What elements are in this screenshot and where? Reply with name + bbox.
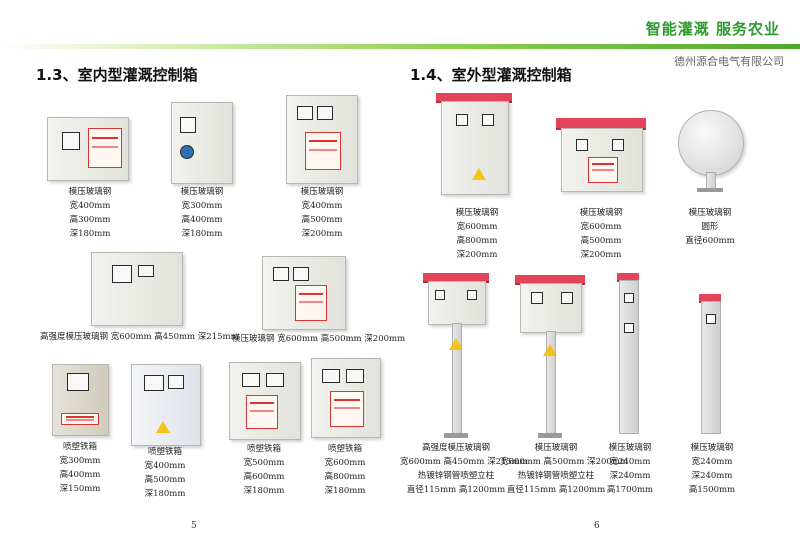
product-caption: 模压玻璃钢 宽240mm 深240mm 高1700mm [606,443,654,495]
cabinet-image [131,364,201,446]
product-caption: 高强度模压玻璃钢 宽600mm 高450mm 深215mm [40,332,239,342]
page-number-right: 6 [594,521,600,531]
cabinet-base [697,188,723,192]
company-name: 德州源合电气有限公司 [674,55,784,68]
product-caption: 模压玻璃钢 宽600mm 高500mm 深200mm [579,208,623,260]
header-green-band [0,44,800,49]
product-caption: 模压玻璃钢 宽400mm 高300mm 深180mm [68,187,112,239]
cabinet-image [520,283,582,333]
cabinet-image [262,256,346,330]
pillar-cabinet-image [619,280,639,434]
product-caption: 模压玻璃钢 宽600mm 高500mm 深200mm [232,334,406,344]
section-title-outdoor: 1.4、室外型灌溉控制箱 [410,66,572,84]
product-caption: 模压玻璃钢 宽600mm 高500mm 深200mm 热镀锌钢管喷塑立柱 直径1… [500,443,628,495]
cabinet-base [538,433,562,438]
cabinet-image [171,102,233,184]
product-caption: 高强度模压玻璃钢 宽600mm 高450mm 深215mm 热镀锌钢管喷塑立柱 … [400,443,528,495]
warning-icon [543,344,557,356]
cabinet-image [229,362,301,440]
section-title-indoor: 1.3、室内型灌溉控制箱 [36,66,198,84]
cabinet-image [52,364,109,436]
page-number-left: 5 [191,521,197,531]
product-caption: 喷塑铁箱 宽300mm 高400mm 深150mm [59,442,101,494]
product-caption: 模压玻璃钢 圆形 直径600mm [685,208,735,246]
product-caption: 模压玻璃钢 宽400mm 高500mm 深200mm [300,187,344,239]
round-cabinet-image [678,110,744,176]
cabinet-image [441,101,509,195]
product-caption: 模压玻璃钢 宽300mm 高400mm 深180mm [180,187,224,239]
warning-icon [449,338,463,350]
product-caption: 喷塑铁箱 宽400mm 高500mm 深180mm [144,447,186,499]
cabinet-image [428,281,486,325]
cabinet-base [444,433,468,438]
cabinet-image [91,252,183,326]
cabinet-image [311,358,381,438]
cabinet-image [561,128,643,192]
slogan: 智能灌溉 服务农业 [645,20,780,38]
cabinet-image [286,95,358,184]
product-caption: 喷塑铁箱 宽500mm 高600mm 深180mm [243,444,285,496]
product-caption: 模压玻璃钢 宽600mm 高800mm 深200mm [455,208,499,260]
product-caption: 模压玻璃钢 宽240mm 深240mm 高1500mm [688,443,736,495]
pillar-cabinet-image [701,301,721,434]
cabinet-image [47,117,129,181]
product-caption: 喷塑铁箱 宽600mm 高800mm 深180mm [324,444,366,496]
